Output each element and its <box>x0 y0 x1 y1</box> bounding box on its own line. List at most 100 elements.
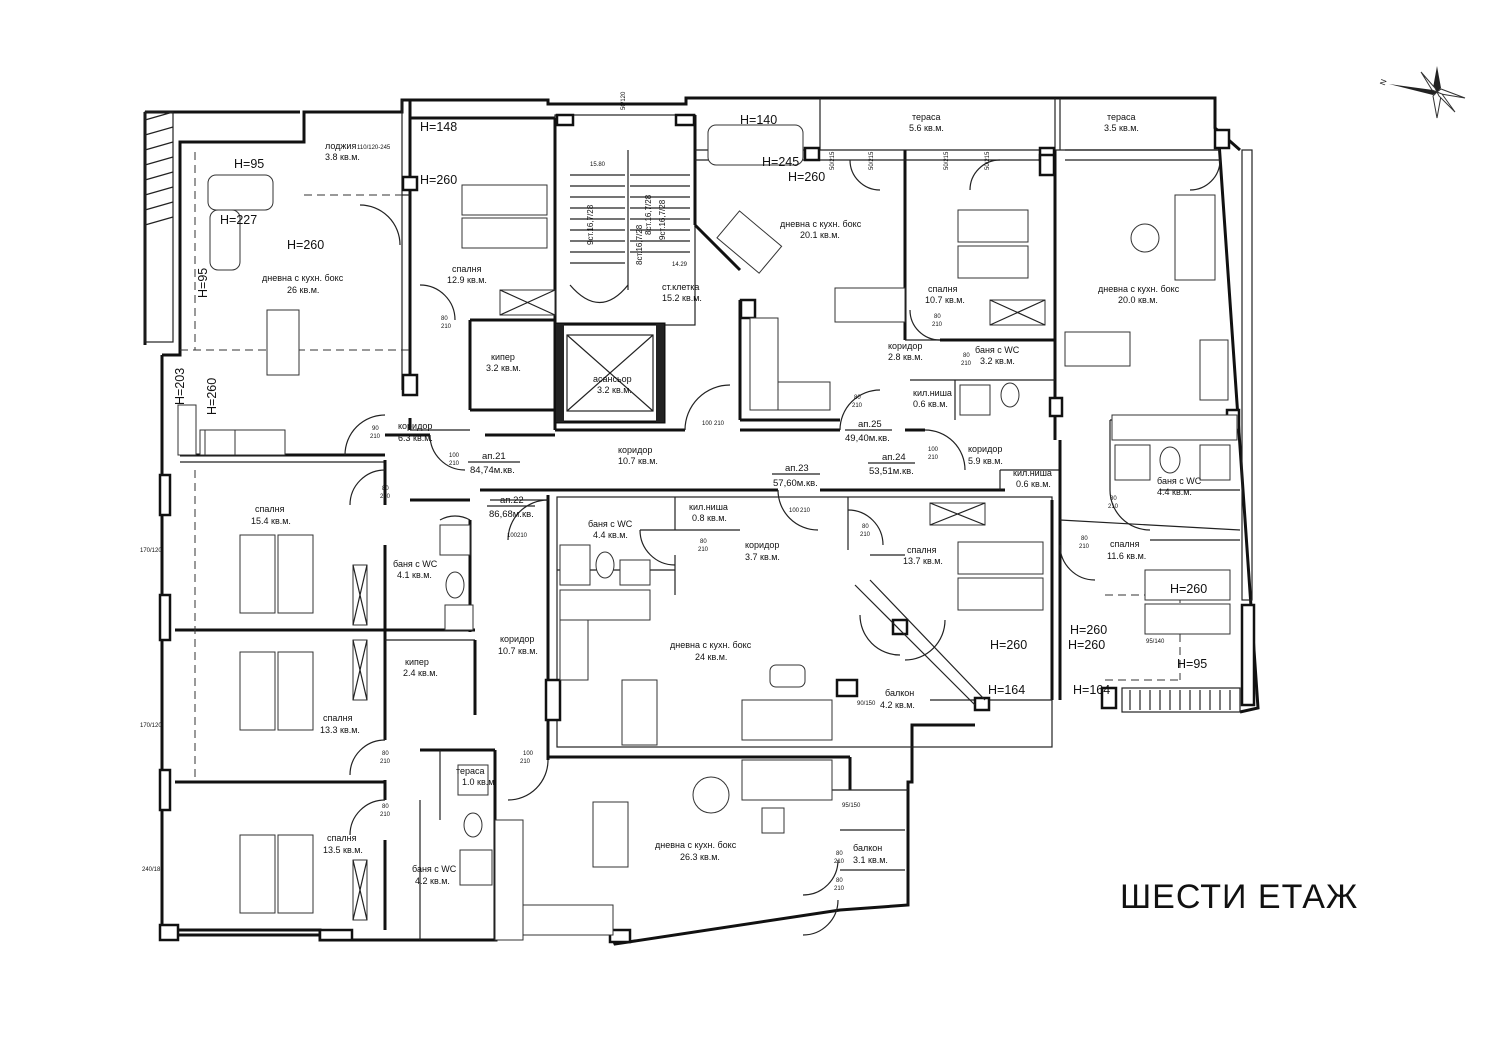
door-dim-top: 100 <box>702 421 713 427</box>
room-name: балкон <box>853 843 882 853</box>
door-dim-bottom: 210 <box>834 859 845 865</box>
height-mark: H=260 <box>788 170 825 184</box>
room-name: баня с WC <box>1157 476 1202 486</box>
room-name: баня с WC <box>588 519 633 529</box>
room-area: 0.6 кв.м. <box>1016 479 1051 489</box>
room-name: баня с WC <box>412 864 457 874</box>
room-name: балкон <box>885 688 914 698</box>
door-dimensions: 90 210 80 210 100 210 80 210 100 210 100… <box>370 314 1119 892</box>
door-dim-top: 100 <box>789 508 800 514</box>
apartment-area: 57,60м.кв. <box>773 478 818 489</box>
apartment-name: ап.25 <box>858 419 882 430</box>
room-name: спалня <box>452 264 482 274</box>
door-dim-bottom: 210 <box>380 759 391 765</box>
apartment-name: ап.21 <box>482 451 506 462</box>
door-dim-top: 80 <box>1081 536 1088 542</box>
door-dim-bottom: 210 <box>517 533 528 539</box>
room-area: 4.2 кв.м. <box>415 876 450 886</box>
room-area: 5.6 кв.м. <box>909 123 944 133</box>
height-mark: H=260 <box>420 173 457 187</box>
door-dim-top: 80 <box>963 353 970 359</box>
height-mark: H=260 <box>287 238 324 252</box>
room-name: лоджия <box>325 141 356 151</box>
room-name: спалня <box>907 545 937 555</box>
room-area: 24 кв.м. <box>695 652 727 662</box>
room-area: 26 кв.м. <box>287 285 319 295</box>
height-mark: H=164 <box>988 683 1025 697</box>
apartment-name: ап.24 <box>882 452 906 463</box>
height-mark: H=140 <box>740 113 777 127</box>
room-area: 10.7 кв.м. <box>498 646 538 656</box>
door-dim-bottom: 210 <box>928 455 939 461</box>
apartment-labels: ап.21 84,74м.кв. ап.22 86,68м.кв. ап.23 … <box>468 419 915 520</box>
door-dim-bottom: 210 <box>852 403 863 409</box>
height-mark: H=245 <box>762 155 799 169</box>
room-area: 4.2 кв.м. <box>880 700 915 710</box>
door-dim-top: 100 <box>507 533 518 539</box>
room-name: кипер <box>405 657 429 667</box>
apartment-name: ап.22 <box>500 495 524 506</box>
room-name: кипер <box>491 352 515 362</box>
window-dim: 90/150 <box>857 701 876 707</box>
room-area: 4.1 кв.м. <box>397 570 432 580</box>
door-dim-bottom: 210 <box>860 532 871 538</box>
room-labels: лоджия 3.8 кв.м. дневна с кухн. бокс 26 … <box>251 112 1202 886</box>
height-mark: H=95 <box>234 157 264 171</box>
window-dim: 50/120 <box>621 91 627 110</box>
room-name: асансьор <box>593 374 632 384</box>
window-dim: 170/120 <box>140 723 162 729</box>
north-arrow-icon <box>1389 66 1466 119</box>
room-area: 10.7 кв.м. <box>925 295 965 305</box>
room-name: коридор <box>968 444 1002 454</box>
room-name: коридор <box>398 421 432 431</box>
room-area: 10.7 кв.м. <box>618 456 658 466</box>
door-dim-bottom: 210 <box>1108 504 1119 510</box>
door-dim-top: 80 <box>1110 496 1117 502</box>
bathroom-fixtures <box>177 382 1231 886</box>
room-area: 13.5 кв.м. <box>323 845 363 855</box>
height-mark: H=203 <box>173 368 187 405</box>
door-dim-bottom: 210 <box>520 759 531 765</box>
apartment-name: ап.23 <box>785 463 809 474</box>
height-mark: H=164 <box>1073 683 1110 697</box>
room-name: тераса <box>912 112 941 122</box>
door-dim-top: 80 <box>700 539 707 545</box>
height-mark: H=95 <box>196 268 210 298</box>
room-name: дневна с кухн. бокс <box>780 219 862 229</box>
room-name: коридор <box>618 445 652 455</box>
room-name: баня с WC <box>975 345 1020 355</box>
stair-treads <box>569 150 690 303</box>
window-dimensions: 110/120-245 170/120 170/120 240/185 90/1… <box>140 91 1165 873</box>
door-dim-top: 100 <box>928 447 939 453</box>
level-mark: 15.80 <box>590 162 606 168</box>
door-dim-bottom: 210 <box>834 886 845 892</box>
window-dim: 240/185 <box>142 867 164 873</box>
window-dim: 170/120 <box>140 548 162 554</box>
room-area: 15.4 кв.м. <box>251 516 291 526</box>
room-name: кил.ниша <box>1013 468 1052 478</box>
room-name: спалня <box>327 833 357 843</box>
room-area: 2.4 кв.м. <box>403 668 438 678</box>
door-dim-top: 100 <box>449 453 460 459</box>
room-area: 3.8 кв.м. <box>325 152 360 162</box>
stair-labels: 9ст.16,7/28 8ст.16,7/28 8ст.16,7/28 9ст.… <box>586 162 688 268</box>
height-mark: H=260 <box>990 638 1027 652</box>
room-area: 4.4 кв.м. <box>1157 487 1192 497</box>
door-dim-bottom: 210 <box>961 361 972 367</box>
room-name: ст.клетка <box>662 282 699 292</box>
apartment-area: 84,74м.кв. <box>470 465 515 476</box>
window-dim: 50/215 <box>830 151 836 170</box>
stair-flight-label: 9ст.16,7/28 <box>586 204 595 245</box>
window-dim: 110/120-245 <box>357 145 391 151</box>
doors <box>344 159 1221 936</box>
room-name: дневна с кухн. бокс <box>670 640 752 650</box>
room-name: спалня <box>323 713 353 723</box>
door-dim-top: 80 <box>382 751 389 757</box>
door-dim-bottom: 210 <box>380 812 391 818</box>
height-mark: H=260 <box>1170 582 1207 596</box>
door-dim-top: 90 <box>372 426 379 432</box>
structural-columns <box>158 113 1256 944</box>
window-dim: 50/215 <box>869 151 875 170</box>
room-name: дневна с кухн. бокс <box>262 273 344 283</box>
height-mark: H=95 <box>1177 657 1207 671</box>
